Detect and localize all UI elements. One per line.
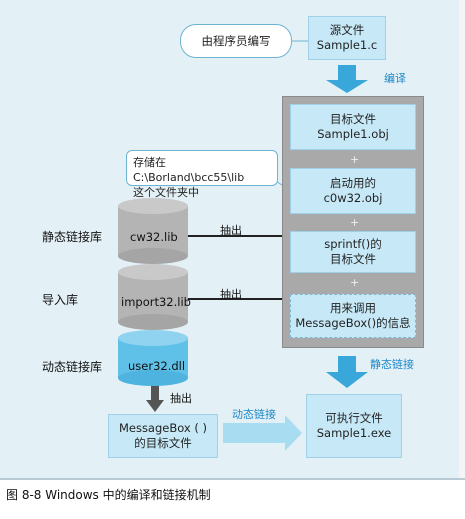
- note-line2: 这个文件夹中: [133, 186, 199, 199]
- source-file-line2: Sample1.c: [316, 38, 378, 52]
- note-line1: 存储在C:\Borland\bcc55\lib: [133, 156, 245, 184]
- extract-label-cw32: 抽出: [220, 224, 242, 237]
- source-bubble: 由程序员编写: [180, 24, 292, 58]
- messagebox-info-line1: 用来调用: [330, 301, 376, 315]
- executable-box: 可执行文件 Sample1.exe: [306, 394, 402, 458]
- compile-arrow: [326, 65, 368, 93]
- source-file-line1: 源文件: [329, 23, 365, 37]
- source-file-box: 源文件 Sample1.c: [308, 16, 386, 60]
- sprintf-line1: sprintf()的: [324, 237, 382, 251]
- caption-bar: [0, 478, 465, 519]
- cylinder-user32: [118, 330, 188, 386]
- plus-3: +: [350, 276, 360, 289]
- static-lib-label: 静态链接库: [42, 230, 103, 244]
- extract-arrowhead-user32: [146, 400, 164, 412]
- dynamic-link-label: 动态链接: [232, 408, 276, 421]
- extract-label-user32: 抽出: [170, 392, 192, 405]
- dynamic-link-arrow: [223, 415, 302, 451]
- messagebox-info-box: 用来调用 MessageBox()的信息: [290, 294, 416, 338]
- static-link-arrow: [326, 356, 368, 388]
- figure-caption: 图 8-8 Windows 中的编译和链接机制: [6, 488, 211, 502]
- plus-1: +: [350, 153, 360, 166]
- cylinder-cw32: [118, 198, 188, 264]
- static-link-label: 静态链接: [370, 358, 414, 371]
- messagebox-object-line1: MessageBox ( ): [118, 421, 208, 435]
- plus-2: +: [350, 216, 360, 229]
- cylinder-import32-label: import32.lib: [121, 295, 191, 309]
- object-file-box: 目标文件 Sample1.obj: [290, 104, 416, 150]
- executable-line2: Sample1.exe: [316, 426, 392, 440]
- storage-location-note: 存储在C:\Borland\bcc55\lib 这个文件夹中: [126, 150, 278, 199]
- import-lib-label: 导入库: [42, 293, 79, 307]
- extract-arrow-user32: [151, 380, 159, 400]
- executable-line1: 可执行文件: [325, 411, 383, 425]
- messagebox-object-line2: 的目标文件: [134, 436, 192, 450]
- object-file-line2: Sample1.obj: [317, 127, 389, 141]
- startup-line2: c0w32.obj: [323, 191, 383, 205]
- caption-divider: [0, 478, 465, 480]
- messagebox-info-line2: MessageBox()的信息: [295, 316, 411, 330]
- cylinder-cw32-label: cw32.lib: [130, 230, 178, 244]
- compile-label: 编译: [384, 72, 406, 85]
- cylinder-user32-label: user32.dll: [128, 359, 186, 373]
- cylinder-import32: [118, 264, 188, 330]
- messagebox-object-box: MessageBox ( ) 的目标文件: [108, 414, 218, 458]
- dynamic-lib-label: 动态链接库: [42, 360, 103, 374]
- extract-label-import32: 抽出: [220, 288, 242, 301]
- sprintf-line2: 目标文件: [330, 252, 376, 266]
- source-bubble-text: 由程序员编写: [201, 34, 271, 48]
- sprintf-object-box: sprintf()的 目标文件: [290, 231, 416, 273]
- startup-object-box: 启动用的 c0w32.obj: [290, 168, 416, 214]
- object-file-line1: 目标文件: [330, 112, 376, 126]
- startup-line1: 启动用的: [330, 176, 376, 190]
